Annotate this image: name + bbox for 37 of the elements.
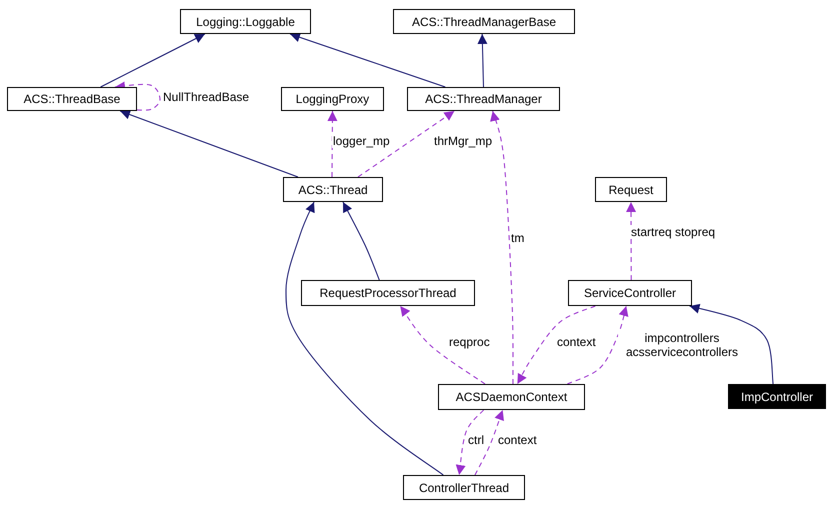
class-box: LoggingProxy: [281, 87, 384, 111]
dashed-arrow: [566, 306, 629, 384]
class-box: ACS::ThreadManager: [407, 87, 560, 111]
dashed-arrow: [626, 202, 636, 280]
arrow: [120, 110, 298, 178]
edge-label: startreq stopreq: [630, 225, 716, 239]
class-box: RequestProcessorThread: [301, 280, 475, 306]
dashed-arrow: [327, 110, 338, 178]
dashed-arrow: [456, 410, 484, 476]
dashed-arrow: [400, 306, 486, 384]
arrow: [286, 202, 444, 476]
edge-label: NullThreadBase: [162, 90, 250, 104]
arrow: [477, 34, 488, 88]
class-box: ACS::ThreadManagerBase: [393, 9, 575, 34]
class-box: ServiceController: [568, 280, 692, 306]
arrow: [100, 34, 206, 88]
edge-label: logger_mp: [332, 134, 391, 148]
class-box: Request: [595, 177, 667, 202]
dashed-arrow: [114, 81, 160, 111]
class-box: ACSDaemonContext: [438, 384, 585, 410]
edge-label: tm: [510, 231, 526, 245]
dashed-arrow: [358, 110, 455, 178]
class-box: ImpController: [728, 384, 826, 409]
dashed-arrow: [474, 410, 504, 476]
edge-label: thrMgr_mp: [433, 134, 494, 148]
arrow: [290, 32, 446, 88]
edge-label: context: [497, 433, 538, 447]
arrow: [342, 202, 380, 280]
edge-label: ctrl: [467, 433, 485, 447]
class-box: ACS::Thread: [283, 177, 383, 202]
dashed-arrow: [490, 110, 514, 384]
class-box: ACS::ThreadBase: [7, 87, 137, 111]
dashed-arrow: [516, 306, 596, 384]
edge-label: context: [556, 335, 597, 349]
class-box: Logging::Loggable: [180, 9, 311, 34]
arrow: [689, 304, 774, 384]
class-box: ControllerThread: [403, 475, 525, 500]
